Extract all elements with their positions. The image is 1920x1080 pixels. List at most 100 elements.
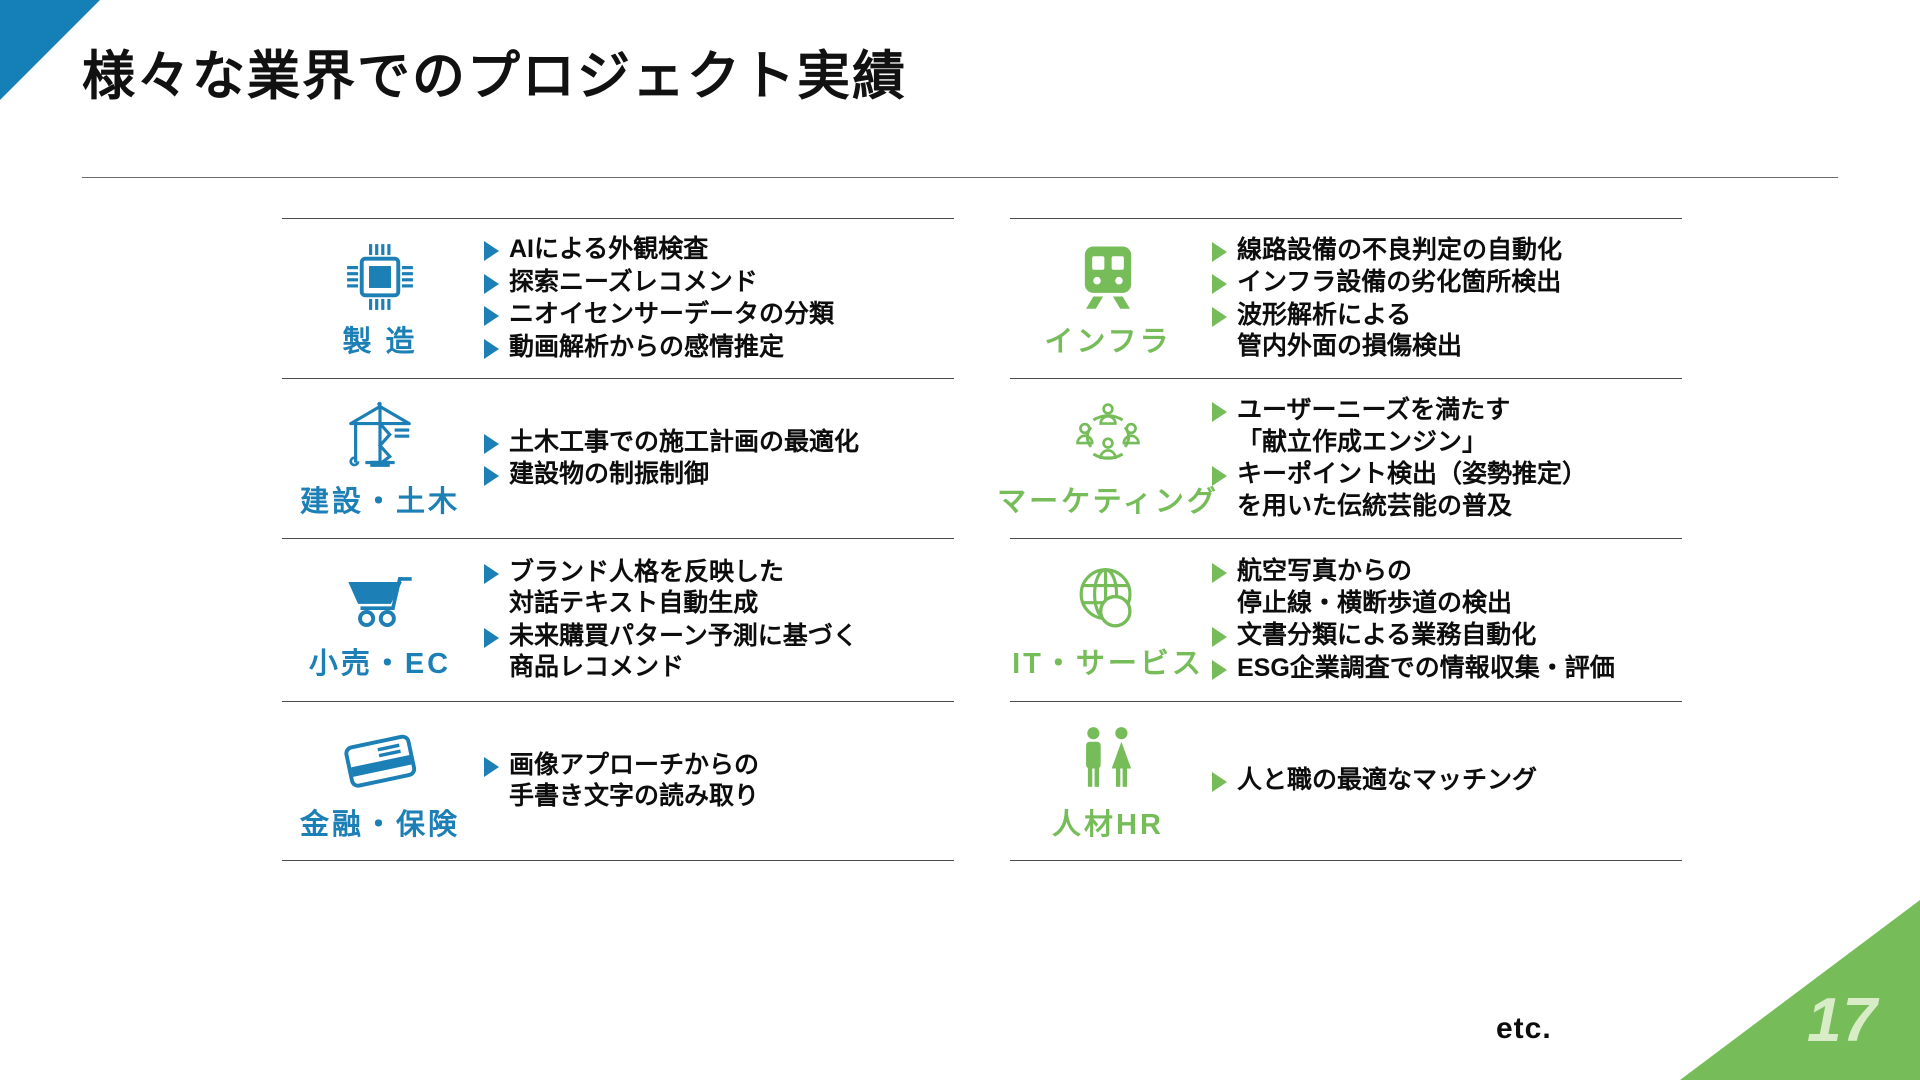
section-item-list: 航空写真からの 停止線・横断歩道の検出 文書分類による業務自動化 ESG企業調査… bbox=[1206, 555, 1682, 685]
triangle-bullet-icon bbox=[1212, 241, 1227, 262]
section-icon-wrap: 人材HR bbox=[1010, 721, 1206, 842]
triangle-bullet-icon bbox=[1212, 402, 1227, 422]
section-label: 金融・保険 bbox=[299, 808, 460, 841]
list-item: インフラ設備の劣化箇所検出 bbox=[1212, 267, 1682, 299]
list-item-text: AIによる外観検査 bbox=[509, 235, 709, 263]
triangle-bullet-icon bbox=[484, 433, 499, 454]
microchip-icon bbox=[341, 238, 419, 321]
list-item: 波形解析による 管内外面の損傷検出 bbox=[1212, 300, 1682, 363]
section-label: マーケティング bbox=[997, 486, 1219, 519]
section-label: 製 造 bbox=[342, 326, 418, 359]
triangle-bullet-icon bbox=[484, 756, 499, 777]
section-item-list: 人と職の最適なマッチング bbox=[1206, 764, 1682, 798]
title-divider bbox=[82, 177, 1838, 178]
list-item: 線路設備の不良判定の自動化 bbox=[1212, 235, 1682, 267]
triangle-bullet-icon bbox=[1212, 466, 1227, 486]
list-item-text: 建設物の制振制御 bbox=[509, 460, 710, 488]
section-item-list: ユーザーニーズを満たす 「献立作成エンジン」 キーポイント検出（姿勢推定） を用… bbox=[1206, 394, 1682, 523]
list-item-text: ESG企業調査での情報収集・評価 bbox=[1237, 653, 1615, 682]
bottom-right-corner-decoration bbox=[1680, 900, 1920, 1080]
content-columns: 製 造 AIによる外観検査 探索ニーズレコメンド ニオイセンサーデータの分類 bbox=[0, 218, 1920, 861]
column-left: 製 造 AIによる外観検査 探索ニーズレコメンド ニオイセンサーデータの分類 bbox=[282, 218, 954, 861]
triangle-bullet-icon bbox=[1212, 772, 1227, 793]
section-item-list: 線路設備の不良判定の自動化 インフラ設備の劣化箇所検出 波形解析による 管内外面… bbox=[1206, 234, 1682, 364]
section-icon-wrap: 金融・保険 bbox=[282, 721, 478, 842]
list-item-text: キーポイント検出（姿勢推定） を用いた伝統芸能の普及 bbox=[1237, 460, 1588, 520]
list-item: 文書分類による業務自動化 bbox=[1212, 620, 1682, 652]
list-item: 動画解析からの感情推定 bbox=[484, 332, 954, 364]
people-network-icon bbox=[1069, 398, 1147, 481]
list-item: 建設物の制振制御 bbox=[484, 459, 954, 491]
section-finance-insurance[interactable]: 金融・保険 画像アプローチからの 手書き文字の読み取り bbox=[282, 701, 954, 861]
list-item-text: 動画解析からの感情推定 bbox=[509, 332, 785, 361]
column-right: インフラ 線路設備の不良判定の自動化 インフラ設備の劣化箇所検出 波形解析による… bbox=[997, 218, 1682, 861]
section-label: 人材HR bbox=[1052, 808, 1164, 841]
list-item-text: ブランド人格を反映した 対話テキスト自動生成 bbox=[509, 557, 785, 618]
section-label: IT・サービス bbox=[1012, 647, 1204, 680]
page-title: 様々な業界でのプロジェクト実績 bbox=[82, 47, 907, 106]
list-item-text: インフラ設備の劣化箇所検出 bbox=[1237, 268, 1562, 296]
list-item: 探索ニーズレコメンド bbox=[484, 267, 954, 299]
list-item-text: 線路設備の不良判定の自動化 bbox=[1237, 235, 1563, 264]
list-item: ESG企業調査での情報収集・評価 bbox=[1212, 653, 1682, 685]
list-item: 人と職の最適なマッチング bbox=[1212, 765, 1682, 797]
list-item-text: 文書分類による業務自動化 bbox=[1237, 621, 1537, 649]
crane-icon bbox=[341, 398, 419, 481]
list-item: ユーザーニーズを満たす 「献立作成エンジン」 bbox=[1212, 395, 1682, 458]
section-infrastructure[interactable]: インフラ 線路設備の不良判定の自動化 インフラ設備の劣化箇所検出 波形解析による… bbox=[1010, 218, 1682, 378]
list-item-text: 未来購買パターン予測に基づく 商品レコメンド bbox=[509, 621, 858, 682]
list-item: ニオイセンサーデータの分類 bbox=[484, 299, 954, 331]
triangle-bullet-icon bbox=[1212, 627, 1227, 647]
page-number: 17 bbox=[1807, 986, 1878, 1055]
section-construction[interactable]: 建設・土木 土木工事での施工計画の最適化 建設物の制振制御 bbox=[282, 378, 954, 538]
list-item: ブランド人格を反映した 対話テキスト自動生成 bbox=[484, 557, 954, 620]
triangle-bullet-icon bbox=[484, 627, 499, 648]
section-icon-wrap: マーケティング bbox=[997, 398, 1216, 519]
triangle-bullet-icon bbox=[484, 273, 499, 294]
list-item-text: 画像アプローチからの 手書き文字の読み取り bbox=[509, 750, 760, 811]
section-label: インフラ bbox=[1044, 326, 1172, 359]
section-item-list: AIによる外観検査 探索ニーズレコメンド ニオイセンサーデータの分類 動画解析か… bbox=[478, 233, 954, 364]
list-item-text: ユーザーニーズを満たす 「献立作成エンジン」 bbox=[1237, 396, 1511, 456]
list-item-text: 土木工事での施工計画の最適化 bbox=[509, 427, 860, 456]
train-icon bbox=[1069, 238, 1147, 321]
section-icon-wrap: IT・サービス bbox=[1010, 560, 1206, 681]
list-item: 航空写真からの 停止線・横断歩道の検出 bbox=[1212, 556, 1682, 619]
list-item-text: 人と職の最適なマッチング bbox=[1237, 766, 1538, 795]
section-icon-wrap: 製 造 bbox=[282, 238, 478, 359]
triangle-bullet-icon bbox=[484, 563, 499, 584]
section-marketing[interactable]: マーケティング ユーザーニーズを満たす 「献立作成エンジン」 キーポイント検出（… bbox=[997, 378, 1682, 538]
section-icon-wrap: インフラ bbox=[1010, 238, 1206, 359]
section-item-list: 画像アプローチからの 手書き文字の読み取り bbox=[478, 749, 954, 814]
section-item-list: ブランド人格を反映した 対話テキスト自動生成 未来購買パターン予測に基づく 商品… bbox=[478, 556, 954, 685]
section-manufacturing[interactable]: 製 造 AIによる外観検査 探索ニーズレコメンド ニオイセンサーデータの分類 bbox=[282, 218, 954, 378]
triangle-bullet-icon bbox=[484, 241, 499, 261]
list-item: 画像アプローチからの 手書き文字の読み取り bbox=[484, 750, 954, 813]
section-item-list: 土木工事での施工計画の最適化 建設物の制振制御 bbox=[478, 426, 954, 492]
section-retail-ec[interactable]: 小売・EC ブランド人格を反映した 対話テキスト自動生成 未来購買パターン予測に… bbox=[282, 538, 954, 701]
triangle-bullet-icon bbox=[1212, 659, 1227, 680]
list-item: キーポイント検出（姿勢推定） を用いた伝統芸能の普及 bbox=[1212, 459, 1682, 522]
triangle-bullet-icon bbox=[484, 306, 499, 326]
list-item: 土木工事での施工計画の最適化 bbox=[484, 427, 954, 459]
people-pair-icon bbox=[1069, 721, 1147, 804]
globe-icon bbox=[1069, 560, 1147, 643]
list-item-text: 探索ニーズレコメンド bbox=[509, 267, 758, 296]
triangle-bullet-icon bbox=[484, 466, 499, 486]
list-item-text: ニオイセンサーデータの分類 bbox=[509, 300, 835, 328]
credit-card-icon bbox=[341, 721, 419, 804]
list-item: AIによる外観検査 bbox=[484, 234, 954, 266]
section-label: 建設・土木 bbox=[299, 486, 460, 519]
section-hr[interactable]: 人材HR 人と職の最適なマッチング bbox=[1010, 701, 1682, 861]
shopping-cart-icon bbox=[341, 560, 419, 643]
list-item-text: 波形解析による 管内外面の損傷検出 bbox=[1237, 300, 1463, 361]
section-icon-wrap: 小売・EC bbox=[282, 560, 478, 681]
etc-note: etc. bbox=[1496, 1012, 1552, 1045]
section-icon-wrap: 建設・土木 bbox=[282, 398, 478, 519]
triangle-bullet-icon bbox=[1212, 306, 1227, 327]
section-it-service[interactable]: IT・サービス 航空写真からの 停止線・横断歩道の検出 文書分類による業務自動化… bbox=[1010, 538, 1682, 701]
triangle-bullet-icon bbox=[1212, 274, 1227, 294]
triangle-bullet-icon bbox=[1212, 563, 1227, 583]
triangle-bullet-icon bbox=[484, 338, 499, 359]
